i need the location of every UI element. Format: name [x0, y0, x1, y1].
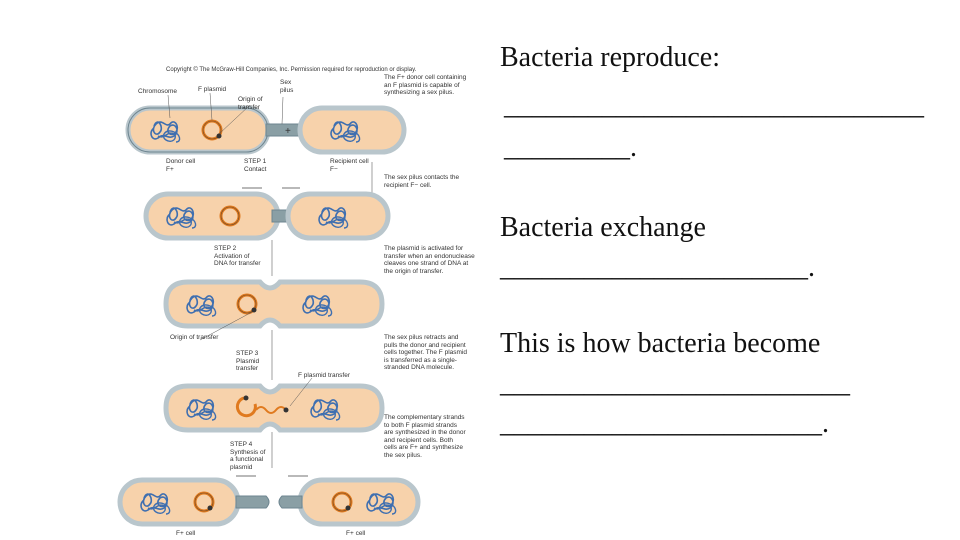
note-exchange: Bacteria exchange: [500, 212, 706, 243]
label-recipient-cell: Recipient cell F−: [330, 158, 369, 173]
caption-step-0: The F+ donor cell containing an F plasmi…: [384, 74, 467, 96]
label-step-2: STEP 2 Activation of DNA for transfer: [214, 245, 261, 267]
note-become: This is how bacteria become: [500, 328, 821, 359]
figure-copyright: Copyright © The McGraw-Hill Companies, I…: [166, 67, 417, 73]
note-blank-2: ______________________.: [500, 252, 815, 283]
label-sex-pilus: Sex pilus: [280, 79, 294, 94]
caption-step-1: The sex pilus contacts the recipient F− …: [384, 174, 460, 189]
note-blank-3a: _________________________: [500, 368, 850, 399]
label-f-plus-cell-left: F+ cell: [176, 530, 196, 537]
label-origin-of-transfer: Origin of transfer: [238, 96, 263, 111]
row-4-cells: [163, 383, 385, 433]
row-5-cells: [117, 477, 421, 527]
label-f-plasmid-transfer: F plasmid transfer: [298, 372, 351, 379]
label-step-1: STEP 1 Contact: [244, 158, 267, 173]
caption-step-4: The complementary strands to both F plas…: [384, 414, 466, 459]
label-origin-of-transfer-2: Origin of transfer: [170, 334, 219, 341]
label-step-3: STEP 3 Plasmid transfer: [236, 350, 260, 372]
svg-text:+: +: [285, 126, 291, 137]
label-donor-cell: Donor cell F+: [166, 158, 196, 173]
note-blank-1b: _________.: [504, 132, 637, 163]
label-chromosome: Chromosome: [138, 88, 178, 95]
label-step-4: STEP 4 Synthesis of a functional plasmid: [230, 441, 266, 471]
row-3-cells: [163, 279, 385, 329]
bacterial-conjugation-figure: +: [117, 92, 421, 527]
row-1-cells: +: [125, 105, 407, 155]
row-2-cells: [143, 191, 391, 241]
note-reproduce: Bacteria reproduce:: [500, 42, 720, 73]
note-blank-1a: ______________________________: [504, 90, 924, 121]
label-f-plasmid: F plasmid: [198, 86, 227, 93]
label-f-plus-cell-right: F+ cell: [346, 530, 366, 537]
caption-step-3: The sex pilus retracts and pulls the don…: [384, 334, 467, 371]
caption-step-2: The plasmid is activated for transfer wh…: [384, 245, 475, 275]
note-blank-3b: _______________________.: [500, 408, 829, 439]
